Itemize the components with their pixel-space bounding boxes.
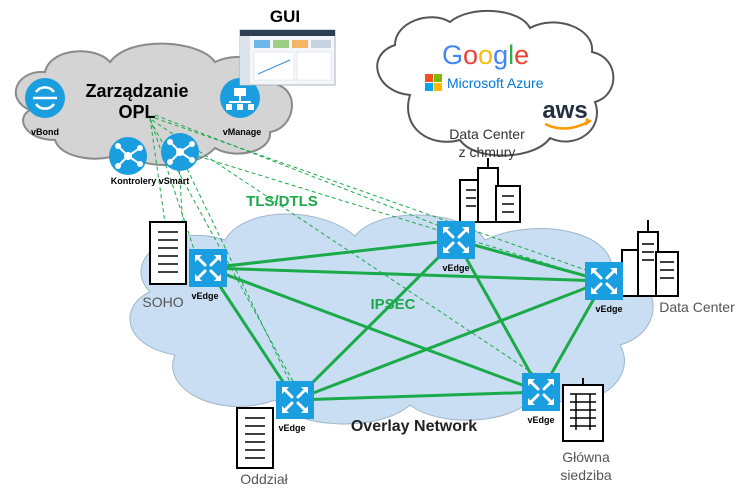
google-logo: Google [442, 40, 529, 70]
vedge-label-dc: vEdge [595, 304, 622, 314]
gui-screenshot-thumbnail [239, 29, 336, 86]
vmanage-label: vManage [223, 127, 262, 137]
vsmart-icon-1 [109, 137, 147, 175]
provider-cloud [376, 10, 615, 157]
vedge-router-hq [520, 371, 562, 413]
svg-text:Google: Google [442, 40, 529, 70]
dc-building-icon [621, 220, 679, 297]
overlay-label: Overlay Network [351, 418, 477, 435]
vedge-label-soho: vEdge [191, 291, 218, 301]
vedge-label-hq: vEdge [527, 415, 554, 425]
azure-label: Microsoft Azure [447, 75, 544, 91]
gui-title: GUI [270, 7, 300, 26]
aws-logo: aws [542, 97, 592, 130]
vedge-router-soho [187, 247, 229, 289]
vsmart-icon-2 [161, 133, 199, 171]
management-title-line2: OPL [118, 102, 155, 122]
vedge-router-oddzial [274, 379, 316, 421]
hq-label-line1: Główna [562, 449, 610, 465]
overlay-cloud [129, 213, 654, 425]
cloud-dc-building-icon [459, 158, 521, 223]
management-cloud [14, 42, 293, 167]
vbond-icon [25, 78, 65, 118]
ipsec-label: IPSEC [370, 296, 415, 313]
oddzial-label: Oddział [240, 471, 288, 487]
dc-label: Data Center [659, 299, 735, 315]
hq-label-line2: siedziba [560, 467, 612, 483]
svg-text:aws: aws [542, 97, 587, 124]
vedge-label-top: vEdge [442, 263, 469, 273]
vedge-router-dc [583, 260, 625, 302]
vedge-label-oddzial: vEdge [278, 423, 305, 433]
vbond-label: vBond [31, 127, 59, 137]
cloud-dc-label-line2: z chmury [459, 144, 516, 160]
vedge-router-top [435, 219, 477, 261]
azure-logo: Microsoft Azure [425, 74, 544, 91]
soho-label: SOHO [142, 294, 183, 310]
oddzial-building-icon [236, 407, 274, 469]
cloud-dc-label-line1: Data Center [449, 126, 525, 142]
vsmart-label: Kontrolery vSmart [111, 176, 190, 186]
management-title-line1: Zarządzanie [85, 81, 188, 101]
tls-label: TLS/DTLS [246, 193, 318, 210]
soho-building-icon [149, 221, 187, 285]
vmanage-icon [220, 78, 260, 118]
hq-building-icon [562, 378, 604, 442]
